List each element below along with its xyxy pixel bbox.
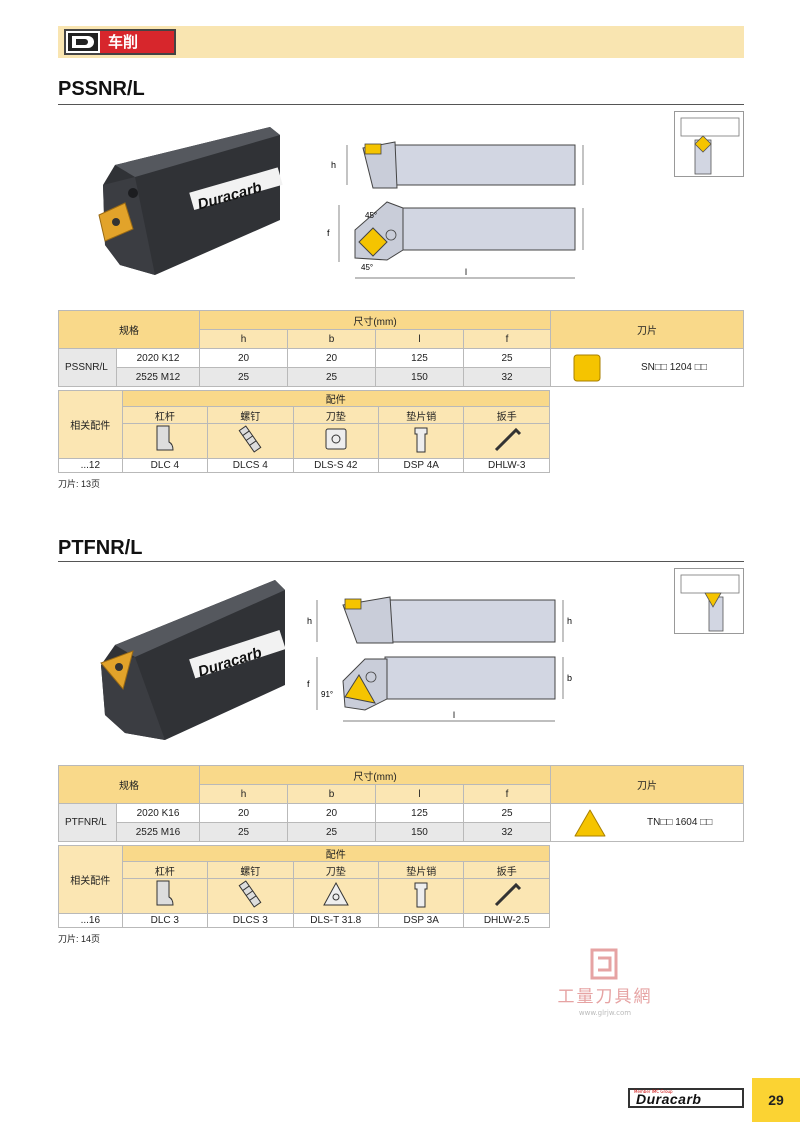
svg-text:b: b	[567, 673, 572, 683]
site-watermark: 工量刀具網 www.glrjw.com	[540, 948, 670, 1018]
svg-text:h: h	[567, 616, 572, 626]
wrench-icon	[463, 877, 550, 915]
spec-table: 规格 尺寸(mm) 刀片 h b l f PTFNR/L 2020 K16 20…	[58, 765, 744, 842]
related-parts-label: 相关配件	[58, 845, 123, 914]
insert-code: TN□□ 1604 □□	[647, 817, 713, 828]
orientation-thumbnail	[674, 111, 744, 177]
watermark-text: 工量刀具網	[557, 987, 653, 1007]
insert-page-note: 刀片: 14页	[58, 934, 101, 944]
footer-brand-logo: Member IMC Group Duracarb	[628, 1088, 744, 1108]
square-insert-icon	[573, 354, 601, 381]
svg-text:h: h	[331, 160, 336, 170]
dimension-drawing: h h 45° 45° f b l	[327, 141, 584, 279]
svg-text:45°: 45°	[361, 263, 373, 272]
brand-tagline: Member IMC Group	[634, 1089, 673, 1094]
d-logo-icon	[68, 33, 98, 51]
screw-icon	[207, 422, 294, 460]
insert-code: SN□□ 1204 □□	[641, 362, 707, 373]
table-row: PTFNR/L 2020 K16 20 20 125 25 TN□□ 1604 …	[58, 803, 744, 842]
table-row: PSSNR/L 2020 K12 20 20 125 25 SN□□ 1204 …	[58, 348, 744, 387]
svg-text:l: l	[465, 267, 467, 277]
screw-icon	[207, 877, 294, 915]
section-rule	[58, 104, 744, 105]
svg-text:h: h	[307, 616, 312, 626]
lever-icon	[121, 422, 209, 460]
dimension-drawing: h h 91° f b l	[307, 596, 572, 722]
svg-text:f: f	[327, 228, 330, 238]
accessories-table: 相关配件 配件 杠杆 螺钉 刀垫 垫片销 扳手 ...12 DLC 4 DLCS…	[58, 389, 551, 473]
spec-header: 规格	[58, 765, 200, 804]
page-number: 29	[752, 1078, 800, 1122]
watermark-url: www.glrjw.com	[578, 1009, 632, 1017]
section-title: PTFNR/L	[58, 537, 143, 559]
header-band: 车削	[58, 26, 744, 58]
wrench-icon	[463, 422, 550, 460]
svg-text:45°: 45°	[365, 211, 377, 220]
tool-holder-photo: Duracarb	[100, 580, 286, 740]
tool-holder-photo: Duracarb	[98, 127, 283, 275]
table-row: 2525 M12 25 25 150 32	[59, 367, 744, 387]
table-row: 2525 M16 25 25 150 32	[59, 822, 744, 842]
triangle-insert-icon	[574, 809, 606, 836]
shim-pin-icon	[377, 877, 465, 915]
shim-pin-icon	[377, 422, 465, 460]
insert-header: 刀片	[550, 310, 744, 349]
orientation-thumbnail	[674, 568, 744, 634]
accessories-table: 相关配件 配件 杠杆 螺钉 刀垫 垫片销 扳手 ...16 DLC 3 DLCS…	[58, 844, 551, 928]
category-label: 车削	[100, 31, 174, 53]
shim-square-icon	[292, 422, 380, 460]
dims-header: 尺寸(mm)	[199, 765, 551, 785]
insert-cell: TN□□ 1604 □□	[550, 803, 744, 842]
svg-text:91°: 91°	[321, 690, 333, 699]
svg-text:f: f	[307, 679, 310, 689]
section-title: PSSNR/L	[58, 78, 145, 100]
tool-code: PTFNR/L	[58, 803, 117, 842]
insert-cell: SN□□ 1204 □□	[550, 348, 744, 387]
insert-header: 刀片	[550, 765, 744, 804]
related-parts-label: 相关配件	[58, 390, 123, 459]
insert-page-note: 刀片: 13页	[58, 479, 101, 489]
section-rule	[58, 561, 744, 562]
brand-name: Duracarb	[636, 1091, 702, 1107]
shim-triangle-icon	[292, 877, 380, 915]
tool-code: PSSNR/L	[58, 348, 117, 387]
turning-category-badge: 车削	[64, 29, 176, 55]
watermark-logo-icon	[590, 948, 618, 980]
svg-text:l: l	[453, 710, 455, 720]
spec-header: 规格	[58, 310, 200, 349]
lever-icon	[121, 877, 209, 915]
dims-header: 尺寸(mm)	[199, 310, 551, 330]
spec-table: 规格 尺寸(mm) 刀片 h b l f PSSNR/L 2020 K12 20…	[58, 310, 744, 387]
